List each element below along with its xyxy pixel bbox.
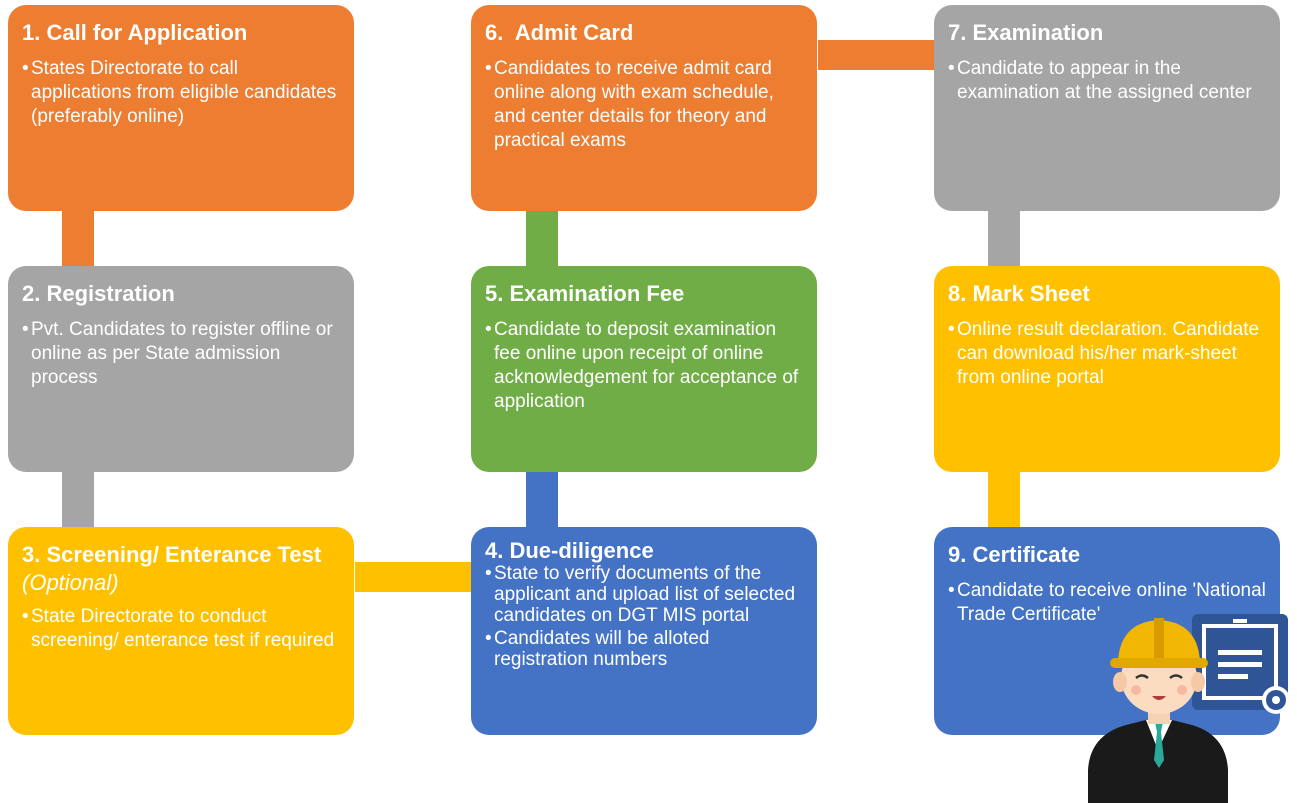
step-title: 6. Admit Card [485, 20, 634, 45]
step-bullet: Candidates to receive admit card online … [485, 57, 803, 153]
step-3-screening: 3. Screening/ Enterance Test (Optional) … [8, 527, 354, 735]
step-5-examination-fee: 5. Examination Fee Candidate to deposit … [471, 266, 817, 472]
connector-1-2 [62, 211, 94, 266]
step-title: 2. Registration [22, 281, 175, 306]
step-title: 7. Examination [948, 20, 1104, 45]
step-title: 5. Examination Fee [485, 281, 685, 306]
step-title: 4. Due-diligence [485, 538, 654, 563]
step-title-suffix: (Optional) [22, 570, 119, 595]
step-6-admit-card: 6. Admit Card Candidates to receive admi… [471, 5, 817, 211]
step-bullet: Online result declaration. Candidate can… [948, 318, 1266, 390]
step-title: 3. Screening/ Enterance Test [22, 542, 322, 567]
step-bullet: Candidate to deposit examination fee onl… [485, 318, 803, 414]
connector-5-6 [526, 211, 558, 266]
step-bullet: Pvt. Candidates to register offline or o… [22, 318, 340, 390]
connector-4-5 [526, 472, 558, 527]
certificate-icon [1192, 614, 1290, 714]
connector-7-8 [988, 211, 1020, 266]
step-title: 8. Mark Sheet [948, 281, 1090, 306]
step-2-registration: 2. Registration Pvt. Candidates to regis… [8, 266, 354, 472]
step-title: 1. Call for Application [22, 20, 248, 45]
step-bullet: Candidates will be alloted registration … [485, 628, 803, 670]
step-1-call-for-application: 1. Call for Application States Directora… [8, 5, 354, 211]
connector-3-4 [355, 562, 471, 592]
connector-8-9 [988, 472, 1020, 527]
worker-hardhat-icon [1088, 618, 1228, 803]
step-bullet: State Directorate to conduct screening/ … [22, 605, 340, 653]
step-4-due-diligence: 4. Due-diligence State to verify documen… [471, 527, 817, 735]
worker-certificate-illustration [1088, 614, 1290, 803]
step-title: 9. Certificate [948, 542, 1081, 567]
step-bullet: Candidate to receive online 'National Tr… [948, 579, 1266, 627]
step-7-examination: 7. Examination Candidate to appear in th… [934, 5, 1280, 211]
step-bullet: Candidate to appear in the examination a… [948, 57, 1266, 105]
connector-2-3 [62, 472, 94, 527]
connector-6-7 [818, 40, 934, 70]
step-8-mark-sheet: 8. Mark Sheet Online result declaration.… [934, 266, 1280, 472]
step-bullet: States Directorate to call applications … [22, 57, 340, 129]
step-bullet: State to verify documents of the applica… [485, 563, 803, 626]
